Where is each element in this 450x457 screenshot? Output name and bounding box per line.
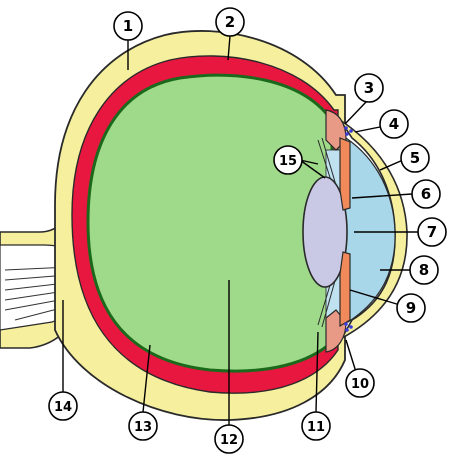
callout-5: 5 — [401, 144, 429, 172]
svg-text:2: 2 — [225, 13, 235, 31]
svg-text:4: 4 — [389, 115, 399, 133]
vitreous-body — [88, 75, 332, 371]
callout-8: 8 — [410, 256, 438, 284]
svg-text:13: 13 — [134, 420, 152, 435]
iris-upper — [340, 138, 350, 210]
svg-text:7: 7 — [427, 223, 437, 241]
callout-2: 2 — [216, 8, 244, 36]
callout-1: 1 — [114, 12, 142, 40]
svg-text:6: 6 — [421, 185, 431, 203]
svg-text:14: 14 — [54, 400, 72, 415]
callout-10: 10 — [346, 369, 374, 397]
svg-text:8: 8 — [419, 261, 429, 279]
callout-14: 14 — [49, 392, 77, 420]
callout-7: 7 — [418, 218, 446, 246]
callout-12: 12 — [215, 425, 243, 453]
svg-text:3: 3 — [364, 79, 374, 97]
svg-text:5: 5 — [410, 149, 420, 167]
callout-4: 4 — [380, 110, 408, 138]
svg-text:15: 15 — [279, 154, 297, 169]
callout-11: 11 — [302, 412, 330, 440]
callout-9: 9 — [397, 294, 425, 322]
callout-13: 13 — [129, 412, 157, 440]
callout-15: 15 — [274, 146, 302, 174]
svg-text:11: 11 — [307, 420, 325, 435]
svg-text:12: 12 — [220, 433, 238, 448]
iris-lower — [340, 252, 350, 326]
svg-text:10: 10 — [351, 377, 369, 392]
callout-3: 3 — [355, 74, 383, 102]
svg-text:9: 9 — [406, 299, 416, 317]
callout-6: 6 — [412, 180, 440, 208]
svg-text:1: 1 — [123, 17, 133, 35]
